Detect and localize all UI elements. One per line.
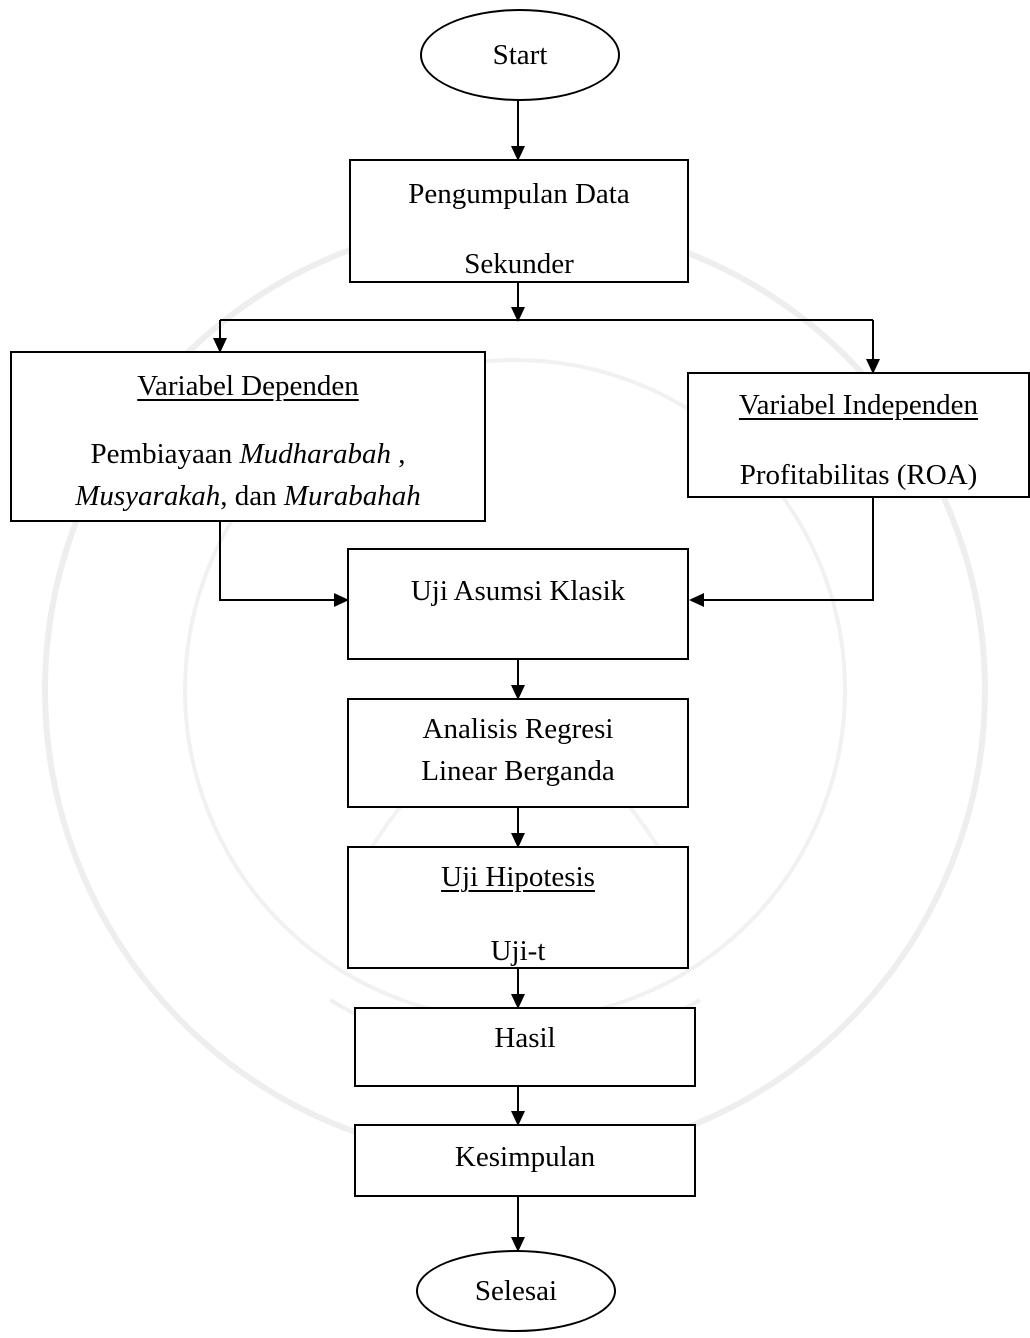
data-collection-line1: Pengumpulan Data <box>408 178 630 210</box>
data-collection-box: Pengumpulan Data Sekunder <box>349 159 689 283</box>
dependent-title: Variabel Dependen <box>137 370 359 402</box>
start-label: Start <box>492 38 548 71</box>
end-terminal: Selesai <box>416 1250 616 1332</box>
dependent-line2: Musyarakah, dan Murabahah <box>75 480 421 512</box>
regression-box: Analisis Regresi Linear Berganda <box>347 698 689 808</box>
dependent-variable-box: Variabel Dependen Pembiayaan Mudharabah … <box>10 351 486 522</box>
start-terminal: Start <box>420 9 620 101</box>
result-label: Hasil <box>494 1022 556 1054</box>
classic-assumption-box: Uji Asumsi Klasik <box>347 548 689 660</box>
independent-line1: Profitabilitas (ROA) <box>739 459 978 491</box>
regression-line2: Linear Berganda <box>421 755 615 787</box>
regression-line1: Analisis Regresi <box>422 713 614 745</box>
end-label: Selesai <box>474 1274 558 1307</box>
conclusion-label: Kesimpulan <box>454 1141 596 1173</box>
data-collection-line2: Sekunder <box>464 248 574 280</box>
hypothesis-line1: Uji-t <box>490 935 546 967</box>
independent-variable-box: Variabel Independen Profitabilitas (ROA) <box>687 372 1030 498</box>
hypothesis-title: Uji Hipotesis <box>441 861 595 893</box>
arrow-independent-to-classic <box>689 498 874 607</box>
hypothesis-test-box: Uji Hipotesis Uji-t <box>347 846 689 969</box>
result-box: Hasil <box>354 1007 696 1087</box>
independent-title: Variabel Independen <box>738 389 979 421</box>
dependent-line1: Pembiayaan Mudharabah , <box>90 438 406 470</box>
arrow-dependent-to-classic <box>219 522 349 607</box>
classic-assumption-label: Uji Asumsi Klasik <box>410 575 626 607</box>
conclusion-box: Kesimpulan <box>354 1124 696 1197</box>
